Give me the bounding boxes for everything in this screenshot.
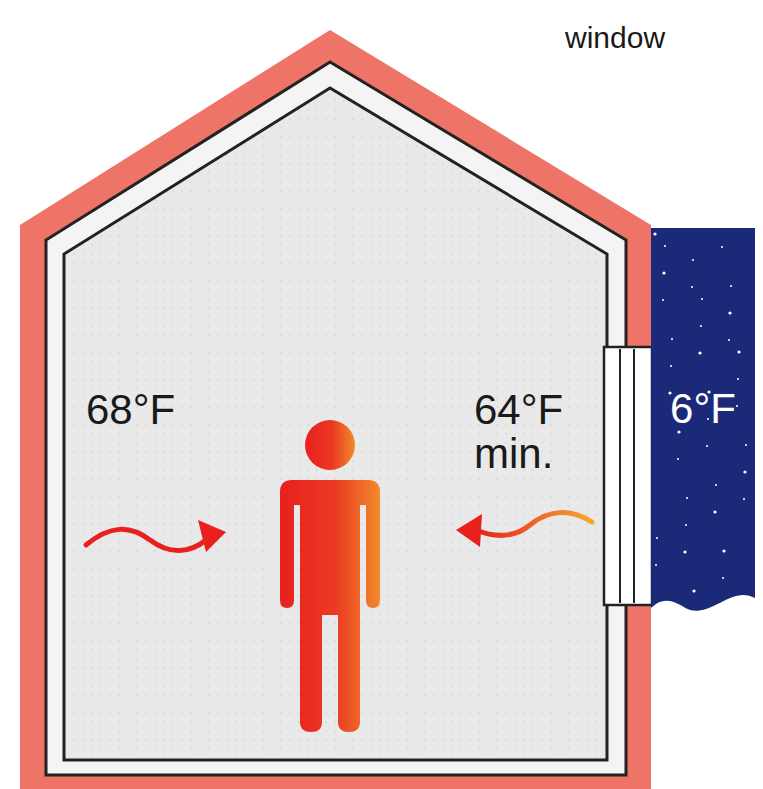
window-pane <box>619 349 621 603</box>
outdoor-night-panel: 6°F <box>651 228 755 620</box>
indoor-temperature: 68°F <box>86 388 175 432</box>
surface-temperature: 64°F min. <box>474 388 604 476</box>
person-figure <box>280 420 380 732</box>
insulation <box>46 62 626 775</box>
window-frame <box>604 347 652 605</box>
outdoor-temperature: 6°F <box>670 388 736 430</box>
heat-arrow <box>86 520 226 552</box>
window-pane <box>633 349 635 603</box>
house-wall <box>20 30 651 789</box>
interior <box>64 88 607 760</box>
window-label: window <box>565 22 665 54</box>
heat-arrow <box>456 513 592 547</box>
